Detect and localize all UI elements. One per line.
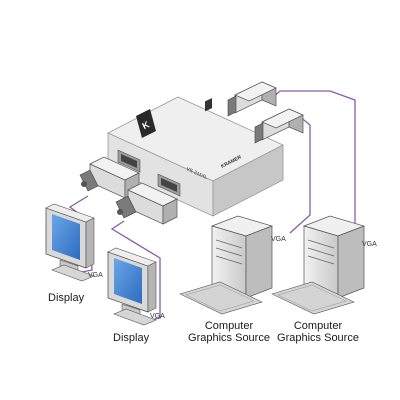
device-logo-text: K: [141, 119, 152, 131]
vga-label-source-2: VGA: [362, 241, 377, 248]
kramer-logo-icon: [136, 109, 156, 138]
cable-source-1: [282, 114, 311, 234]
switcher-device: K VS-211XL KRAMER: [107, 96, 284, 217]
display-monitor-1: [45, 203, 95, 282]
source-2-label-line2: Graphics Source: [277, 332, 359, 344]
vga-label-display-2: VGA: [150, 313, 165, 320]
display-2-label: Display: [113, 332, 150, 344]
cable-source-2: [269, 90, 356, 238]
source-1-label-line1: Computer: [204, 320, 254, 332]
power-switch-icon: [205, 98, 212, 112]
source-1-label-line2: Graphics Source: [188, 332, 270, 344]
source-2-label-line1: Computer: [293, 320, 343, 332]
device-vga-port-1: [117, 149, 141, 173]
computer-tower-1: [179, 215, 274, 315]
display-monitor-2: [107, 247, 157, 326]
vga-connector-output-2: [115, 182, 178, 225]
vga-label-display-1: VGA: [88, 272, 103, 279]
vga-connector-input-1: [227, 81, 277, 117]
computer-tower-2: [271, 215, 366, 315]
vga-connector-input-2: [254, 108, 304, 144]
vga-label-source-1: VGA: [271, 236, 286, 243]
device-vga-port-2: [157, 173, 181, 197]
source-2-label: Computer Graphics Source: [270, 320, 366, 344]
source-1-label: Computer Graphics Source: [181, 320, 277, 344]
display-1-label: Display: [48, 292, 85, 304]
cable-display-2: [110, 220, 161, 321]
